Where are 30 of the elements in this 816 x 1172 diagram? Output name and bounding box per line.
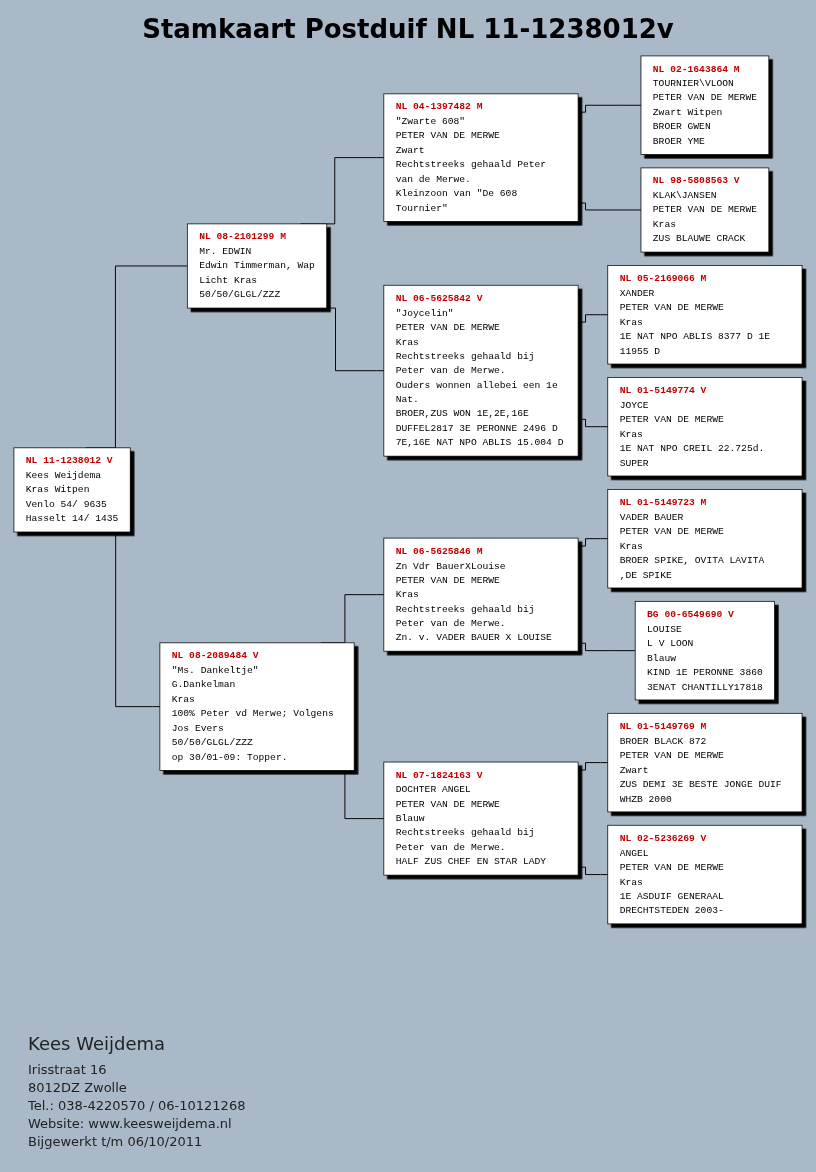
node-box: NL 04-1397482 M "Zwarte 608" PETER VAN DE MERWE Zwart Rechtstreeks gehaald Peter van de Merwe. Kleinzoon van "De 608 Tournier" — [383, 93, 579, 222]
node-box: NL 01-5149769 M BROER BLACK 872 PETER VAN DE MERWE Zwart ZUS DEMI 3E BESTE JONGE DUIF WHZB 2000 — [607, 712, 803, 813]
title: Stamkaart Postduif NL 11-1238012v — [141, 14, 675, 44]
connector — [577, 314, 609, 323]
connector — [577, 762, 609, 771]
footer-text: Kees Weijdema — [28, 1033, 167, 1054]
footer-text: Irisstraat 16 — [28, 1062, 108, 1077]
node-box: NL 08-2101299 M Mr. EDWIN Edwin Timmerman, Wap Licht Kras 50/50/GLGL/ZZZ — [186, 223, 328, 309]
node-box: NL 98-5808563 V KLAK\JANSEN PETER VAN DE MERWE Kras ZUS BLAUWE CRACK — [640, 167, 770, 253]
node-box: NL 02-1643864 M TOURNIER\VLOON PETER VAN DE MERWE Zwart Witpen BROER GWEN BROER YME — [640, 55, 770, 155]
node-box: NL 06-5625846 M Zn Vdr BauerXLouise PETER VAN DE MERWE Kras Rechtstreeks gehaald bij Peter van de Merwe. Zn. v. VADER BAUER X LOUISE — [383, 537, 579, 652]
node-box: NL 01-5149723 M VADER BAUER PETER VAN DE MERWE Kras BROER SPIKE, OVITA LAVITA ,DE SPIKE — [607, 489, 803, 589]
footer-text: Website: www.keesweijdema.nl — [28, 1116, 233, 1131]
connector — [577, 418, 609, 428]
connector — [577, 642, 636, 652]
footer-text: Bijgewerkt t/m 06/10/2011 — [28, 1134, 204, 1149]
node-box: NL 06-5625842 V "Joycelin" PETER VAN DE MERWE Kras Rechtstreeks gehaald bij Peter van de Merwe. Ouders wonnen allebei een 1e Nat. BROER,ZUS WON 1E,2E,16E DUFFEL2817 3E PERONNE 2496 D 7E,16E NAT NPO ABLIS 15.004 D — [383, 284, 579, 457]
node-box: NL 08-2089484 V "Ms. Dankeltje" G.Dankelman Kras 100% Peter vd Merwe; Volgens Jos Evers 50/50/GLGL/ZZZ op 30/01-09: Topper. — [159, 642, 355, 771]
node-box: NL 02-5236269 V ANGEL PETER VAN DE MERWE Kras 1E ASDUIF GENERAAL DRECHTSTEDEN 2003- — [607, 824, 803, 925]
node-box: NL 01-5149774 V JOYCE PETER VAN DE MERWE Kras 1E NAT NPO CREIL 22.725d. SUPER — [607, 377, 803, 477]
node-box: NL 05-2169066 M XANDER PETER VAN DE MERWE Kras 1E NAT NPO ABLIS 8377 D 1E 11955 D — [607, 265, 803, 365]
connector — [577, 866, 609, 876]
node-box: NL 07-1824163 V DOCHTER ANGEL PETER VAN DE MERWE Blauw Rechtstreeks gehaald bij Peter van de Merwe. HALF ZUS CHEF EN STAR LADY — [383, 761, 579, 876]
node-box: BG 00-6549690 V LOUISE L V LOON Blauw KIND 1E PERONNE 3860 3ENAT CHANTILLY17818 — [634, 600, 775, 701]
footer-text: 8012DZ Zwolle — [28, 1080, 128, 1095]
connector — [577, 104, 642, 113]
connector — [577, 538, 609, 547]
footer-text: Tel.: 038-4220570 / 06-10121268 — [28, 1098, 246, 1113]
node-box: NL 11-1238012 V Kees Weijdema Kras Witpen Venlo 54/ 9635 Hasselt 14/ 1435 — [13, 447, 131, 533]
connector — [577, 202, 642, 211]
